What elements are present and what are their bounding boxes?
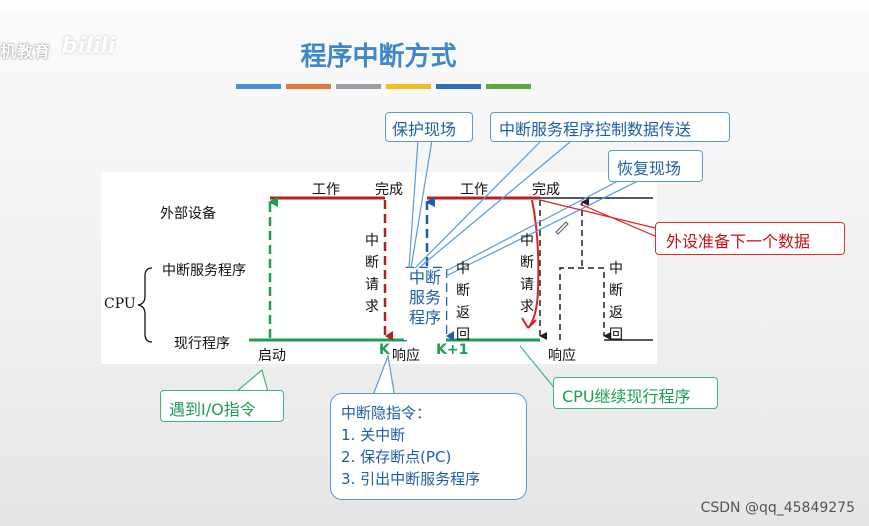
cpu-brace [137, 267, 153, 343]
diagram-panel [101, 172, 657, 364]
color-bar [436, 84, 481, 89]
save-context-callout: 保护现场 [385, 112, 473, 142]
isr-label: 中断服务程序 [162, 263, 246, 279]
pencil-icon [555, 221, 569, 235]
k-label: K [379, 342, 390, 358]
io-instruction-callout: 遇到I/O指令 [160, 390, 284, 422]
external-device-label: 外部设备 [160, 206, 216, 222]
work-label: 工作 [312, 182, 340, 198]
current-program-label: 现行程序 [174, 336, 230, 352]
interrupt-return-label: 中断返回 [456, 261, 470, 343]
isr-box-outline-2 [559, 267, 611, 340]
note-heading: 中断隐指令： [341, 404, 432, 422]
next-data-callout: 外设准备下一个数据 [655, 222, 845, 255]
k1-label: K+1 [436, 342, 469, 358]
note-step: 2. 保存断点(PC) [341, 448, 452, 466]
restore-context-callout: 恢复现场 [608, 150, 703, 182]
start-label: 启动 [258, 348, 286, 364]
isr-transfer-callout: 中断服务程序控制数据传送 [490, 112, 730, 142]
annotation-curve [521, 199, 540, 329]
done-label: 完成 [532, 182, 560, 198]
color-bar [386, 84, 431, 89]
interrupt-return-label: 中断返回 [609, 261, 623, 343]
green-callout-pointers [234, 345, 557, 393]
cpu-label: CPU [104, 296, 136, 312]
page-title: 程序中断方式 [300, 42, 457, 72]
color-bar [336, 84, 381, 89]
note-step: 3. 引出中断服务程序 [341, 470, 481, 488]
bilibili-logo: ƀilili [62, 34, 116, 59]
callout-pointers [408, 139, 641, 277]
brand-text: 机教育 [0, 42, 52, 61]
top-bar [0, 0, 869, 10]
interrupt-request-label: 中断请求 [520, 233, 534, 315]
done-label: 完成 [375, 182, 403, 198]
cpu-continue-callout: CPU继续现行程序 [553, 377, 718, 409]
color-bar [236, 84, 281, 89]
hidden-instruction-note: 中断隐指令： 1. 关中断 2. 保存断点(PC) 3. 引出中断服务程序 [330, 393, 527, 500]
respond-label: 响应 [392, 348, 420, 364]
interrupt-request-label: 中断请求 [365, 233, 379, 315]
color-bar [486, 84, 531, 89]
note-step: 1. 关中断 [341, 426, 406, 444]
color-bar [286, 84, 331, 89]
red-callout-pointers [539, 199, 656, 237]
title-color-bars [236, 84, 531, 89]
watermark: CSDN @qq_45849275 [700, 500, 855, 516]
isr-box-label: 中断服务程序 [404, 268, 446, 340]
respond-label: 响应 [548, 348, 576, 364]
work-label: 工作 [460, 182, 488, 198]
